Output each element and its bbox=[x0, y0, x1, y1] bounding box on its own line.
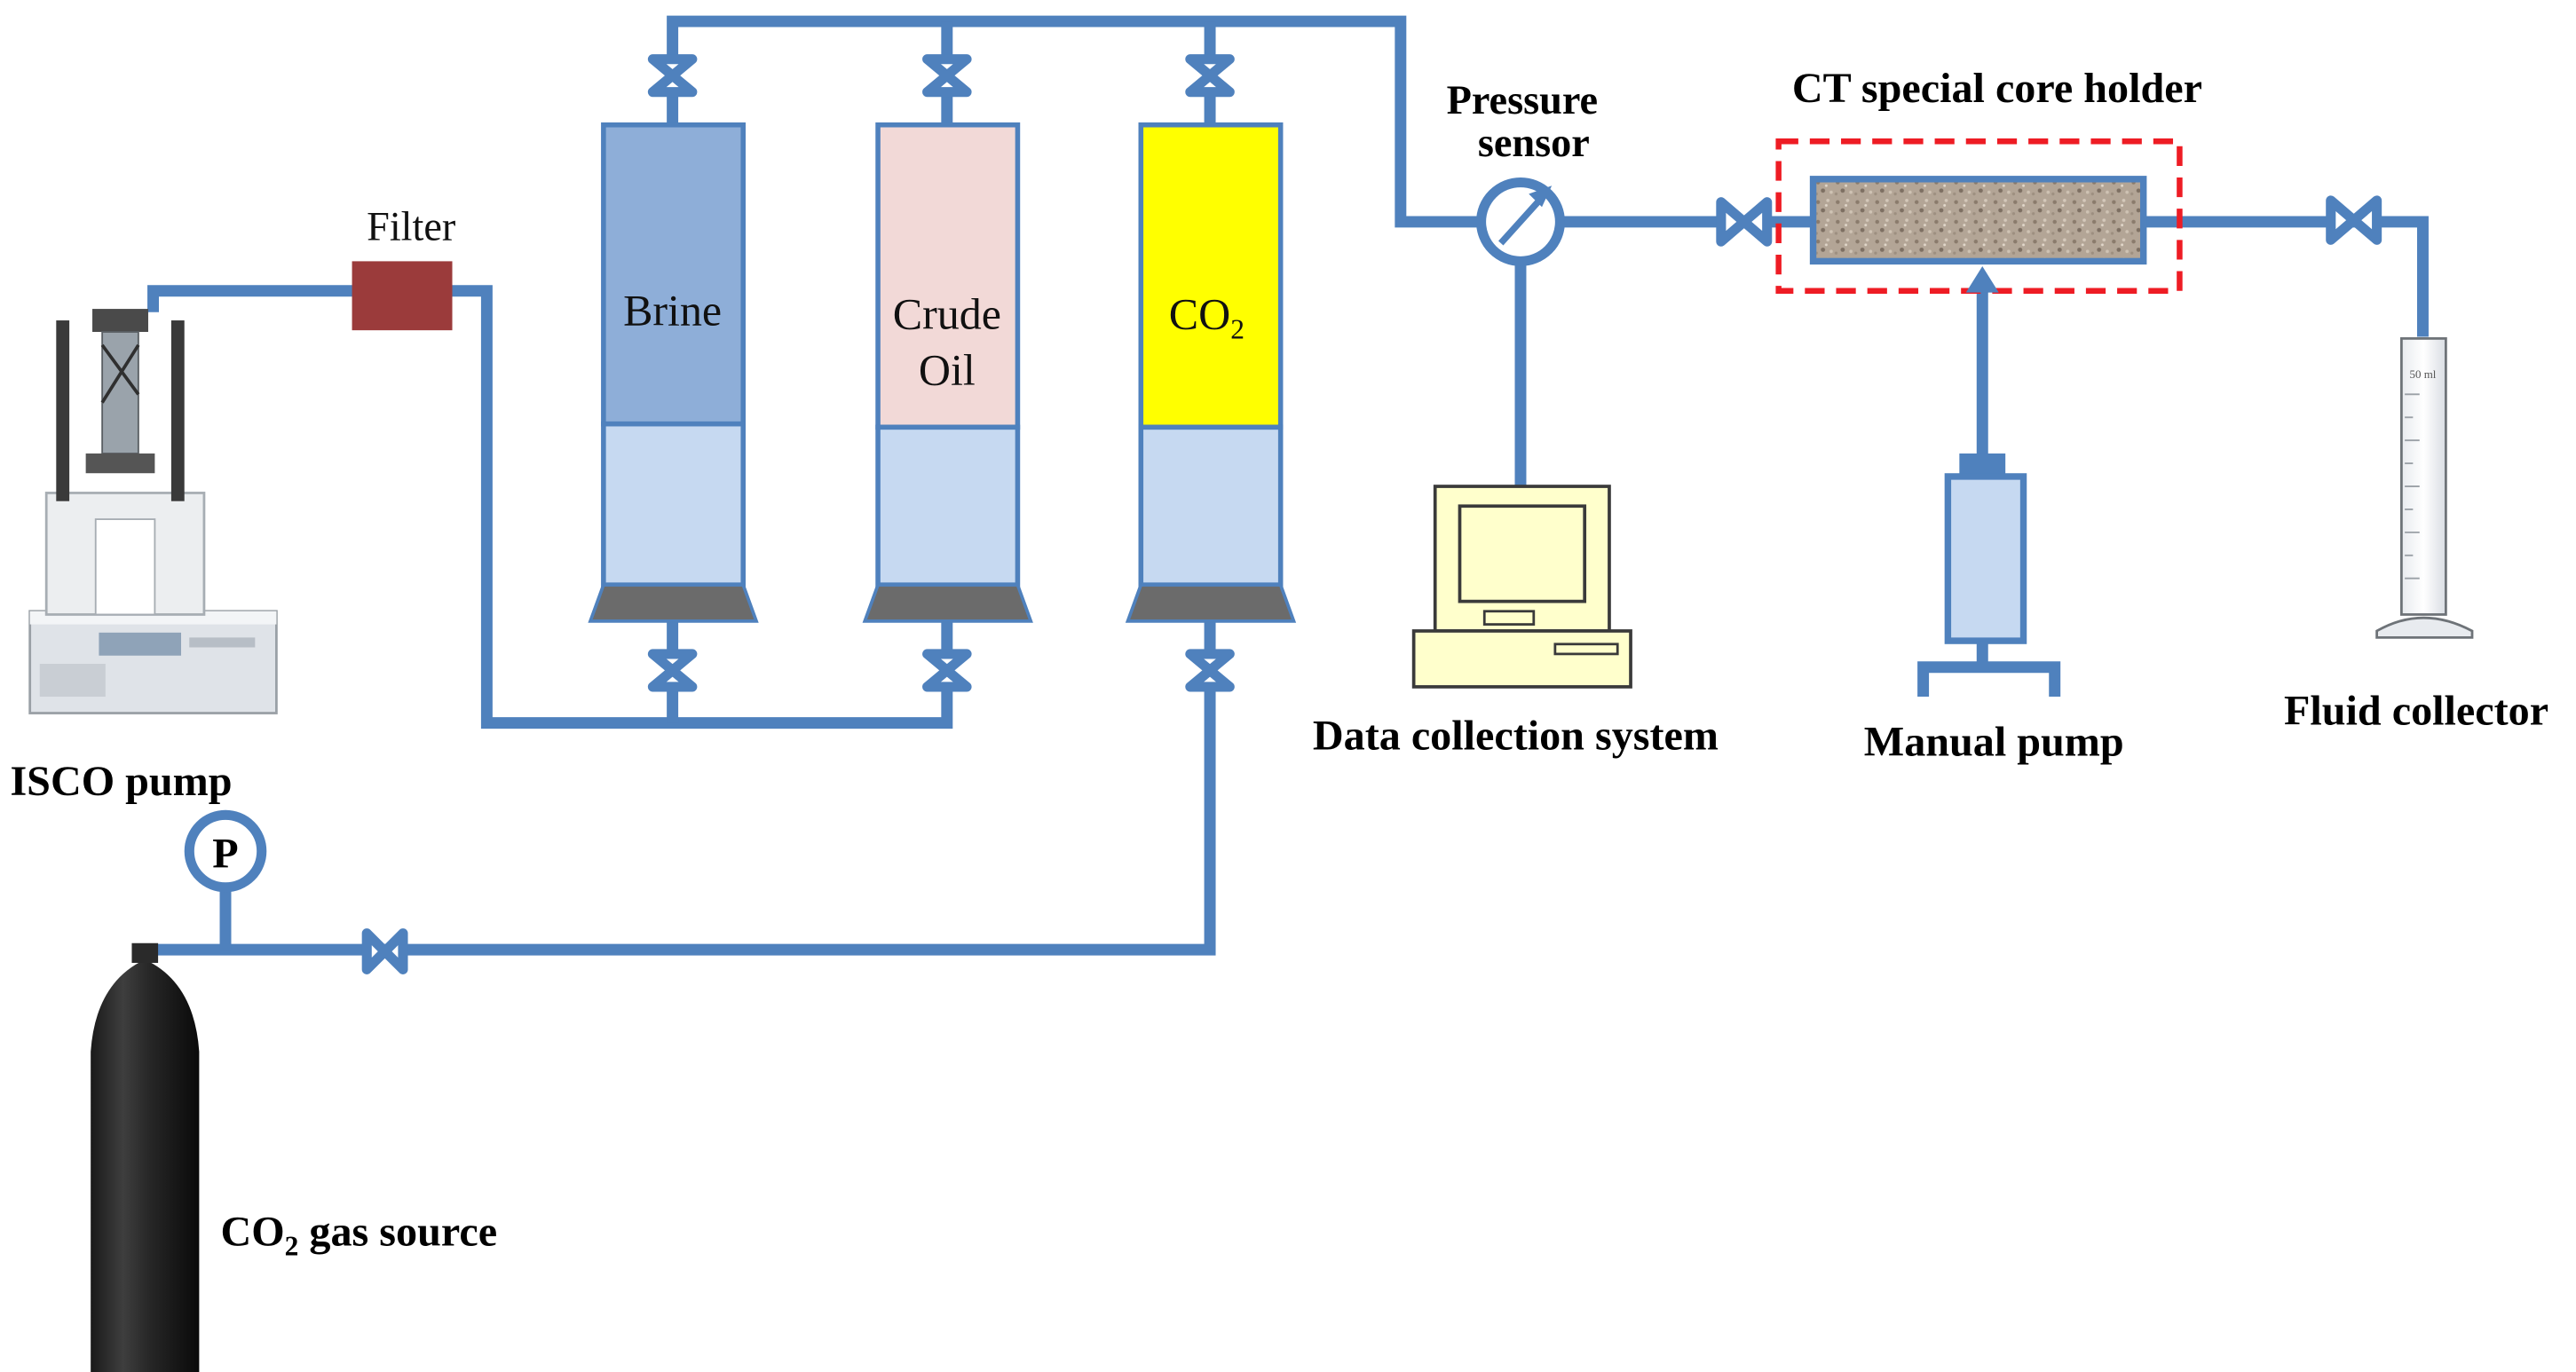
valve-co2-top[interactable] bbox=[1185, 54, 1235, 98]
pressure-sensor bbox=[1475, 177, 1565, 266]
valve-crude-bottom[interactable] bbox=[922, 649, 972, 692]
pressure-gauge bbox=[184, 809, 267, 893]
valve-crude-top[interactable] bbox=[922, 54, 972, 98]
manual-pump bbox=[1917, 453, 2061, 698]
pressure-sensor-label-line2: sensor bbox=[1478, 121, 1590, 166]
core-holder-label: CT special core holder bbox=[1792, 65, 2202, 112]
valve-core-outlet[interactable] bbox=[2326, 195, 2382, 245]
isco-pump-label: ISCO pump bbox=[10, 758, 232, 805]
co2-label-main: CO bbox=[1169, 288, 1230, 338]
valve-brine-bottom[interactable] bbox=[647, 649, 698, 692]
filter-label: Filter bbox=[367, 204, 455, 249]
valve-brine-top[interactable] bbox=[647, 54, 698, 98]
data-collection-computer bbox=[1411, 485, 1632, 689]
pressure-sensor-label-line1: Pressure bbox=[1447, 78, 1598, 123]
valve-co2-bottom[interactable] bbox=[1185, 649, 1235, 692]
cylinder-mark: 50 ml bbox=[2410, 367, 2437, 381]
co2-label: CO2 bbox=[1169, 288, 1245, 344]
gas-source-label: CO2 gas source bbox=[220, 1208, 497, 1261]
gas-source-label-subscript: 2 bbox=[285, 1231, 299, 1262]
fluid-collector-cylinder: 50 ml bbox=[2375, 337, 2474, 639]
core-holder bbox=[1775, 138, 2183, 294]
data-collection-label: Data collection system bbox=[1313, 712, 1719, 759]
filter-block bbox=[352, 261, 453, 331]
gas-source-label-rest: gas source bbox=[298, 1208, 497, 1255]
brine-label: Brine bbox=[623, 286, 722, 335]
crude-oil-label-line2: Oil bbox=[919, 344, 976, 394]
manual-pump-label: Manual pump bbox=[1864, 719, 2124, 766]
isco-pump-illustration bbox=[28, 309, 278, 714]
valves bbox=[361, 54, 2382, 974]
crude-oil-label-line1: Crude bbox=[893, 288, 1001, 338]
valve-core-inlet[interactable] bbox=[1716, 197, 1773, 247]
co2-vessel bbox=[1125, 122, 1297, 623]
co2-label-subscript: 2 bbox=[1230, 313, 1245, 344]
gauge-letter: P bbox=[212, 831, 238, 878]
gas-source-label-main: CO bbox=[220, 1208, 284, 1255]
valve-gas-line[interactable] bbox=[361, 928, 408, 974]
brine-vessel bbox=[588, 122, 759, 623]
pipe-network bbox=[145, 15, 2429, 956]
fluid-collector-label: Fluid collector bbox=[2284, 688, 2548, 735]
crude-oil-vessel bbox=[862, 122, 1033, 623]
gas-tank bbox=[91, 942, 200, 1372]
